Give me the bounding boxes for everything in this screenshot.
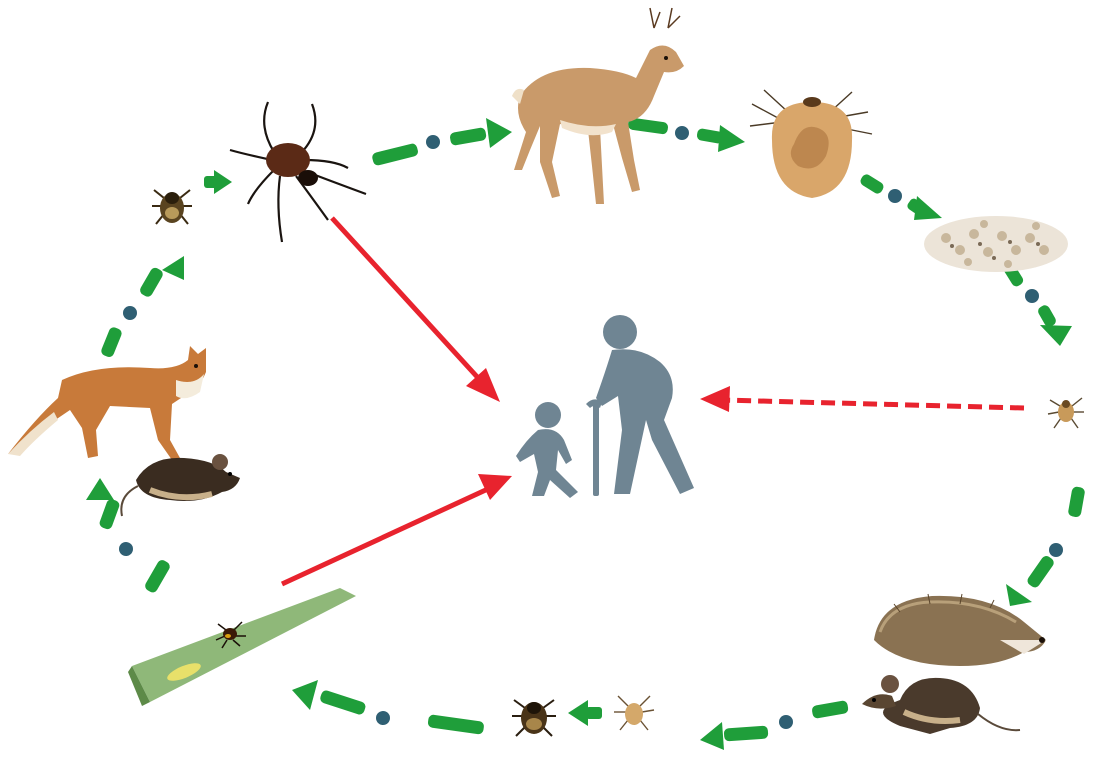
- engorged-tick-icon: [750, 90, 872, 198]
- cycle-arrow-deer-to-engorged: [627, 117, 745, 152]
- cycle-arrow-mouse-to-nymph: [700, 700, 849, 750]
- larva-tick-icon: [1048, 398, 1084, 428]
- tick-on-grass-icon: [128, 588, 356, 706]
- fox-icon: [8, 346, 206, 460]
- roe-deer-icon: [512, 8, 684, 204]
- cycle-arrow-fox-to-larva: [100, 256, 184, 359]
- larva-tick-icon: [614, 696, 654, 730]
- tick-eggs-icon: [924, 216, 1068, 272]
- hedgehog-icon: [874, 594, 1046, 666]
- human-adult-icon: [586, 315, 694, 496]
- cycle-arrow-engorged-to-eggs: [859, 173, 942, 220]
- mouse-icon: [121, 454, 240, 516]
- infection-arrow-larva-dotted: [700, 386, 1024, 412]
- cycle-arrow-larva-to-hedgehog: [1006, 486, 1086, 606]
- cycle-arrow-nymph-to-grass: [292, 680, 485, 735]
- cycle-arrow-tick-to-deer: [371, 118, 512, 166]
- infection-arrow-grass-tick: [282, 474, 512, 584]
- humans: [516, 315, 694, 498]
- nymph-tick-icon: [152, 190, 192, 224]
- cycle-arrow-eggs-to-larva: [1001, 260, 1072, 346]
- nymph-tick-icon: [512, 700, 556, 736]
- cycle-arrow-nymph-step: [568, 700, 602, 726]
- infection-arrow-adult-tick: [332, 218, 500, 402]
- mouse-icon: [862, 675, 1020, 734]
- cycle-arrow-larva-to-adult: [204, 170, 232, 194]
- human-child-icon: [516, 402, 578, 498]
- adult-tick-icon: [230, 102, 366, 242]
